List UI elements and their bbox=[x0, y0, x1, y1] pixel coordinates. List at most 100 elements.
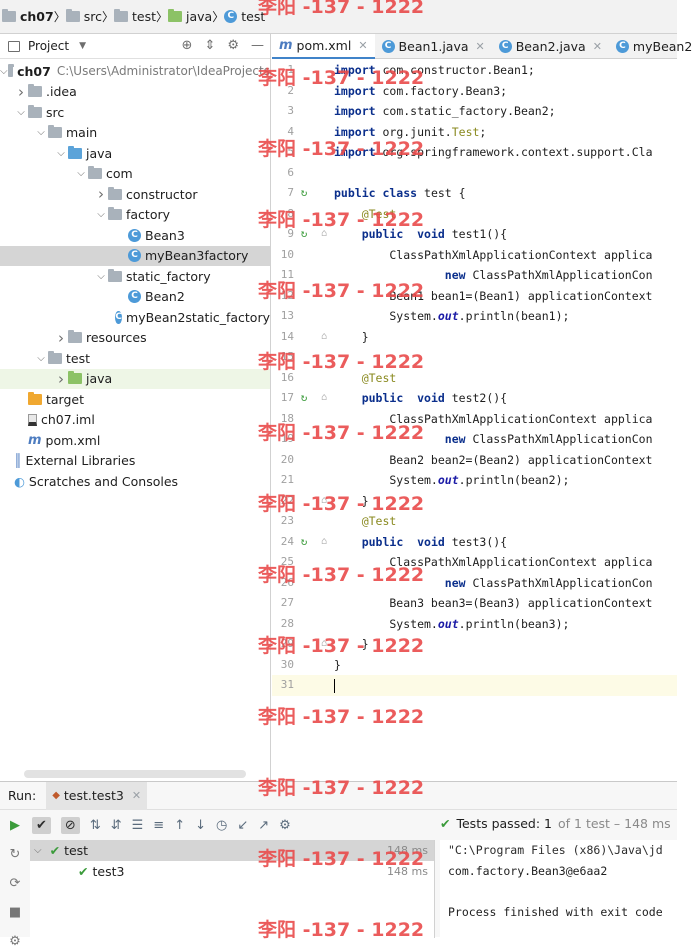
stop-icon[interactable]: ⟳ bbox=[9, 876, 21, 891]
code-line[interactable]: 19 new ClassPathXmlApplicationCon bbox=[272, 429, 677, 450]
tree-item-com[interactable]: ⌵com bbox=[0, 164, 270, 184]
project-panel-title[interactable]: Project bbox=[28, 39, 70, 53]
code-line[interactable]: 17↻⌂ public void test2(){ bbox=[272, 388, 677, 409]
chevron-down-icon[interactable]: ⌵ bbox=[57, 147, 65, 159]
code-line[interactable]: 26 new ClassPathXmlApplicationCon bbox=[272, 573, 677, 594]
code-line[interactable]: 7↻public class test { bbox=[272, 183, 677, 204]
pin-icon[interactable]: ■ bbox=[8, 905, 22, 920]
chevron-down-icon[interactable]: ⌵ bbox=[37, 352, 45, 364]
tree-item-external-libraries[interactable]: ║External Libraries bbox=[0, 451, 270, 471]
close-icon[interactable]: ✕ bbox=[475, 39, 485, 53]
tree-item-src[interactable]: ⌵src bbox=[0, 102, 270, 122]
tree-item-scratches-and-consoles[interactable]: ◐Scratches and Consoles bbox=[0, 471, 270, 491]
chevron-right-icon[interactable]: › bbox=[18, 82, 24, 101]
tree-item-target[interactable]: target bbox=[0, 389, 270, 409]
fold-marker-icon[interactable]: ⌂ bbox=[321, 228, 328, 239]
code-line[interactable]: 31 bbox=[272, 675, 677, 696]
sort-duration-icon[interactable]: ⇵ bbox=[110, 817, 122, 833]
chevron-down-icon[interactable]: ⌵ bbox=[17, 106, 25, 118]
rerun-failed-icon[interactable]: ↻ bbox=[9, 847, 21, 862]
tree-item-constructor[interactable]: ›constructor bbox=[0, 184, 270, 204]
run-test-icon[interactable]: ↻ bbox=[300, 186, 308, 199]
expand-all-icon[interactable]: ☰ bbox=[131, 817, 144, 833]
tree-item-main[interactable]: ⌵main bbox=[0, 123, 270, 143]
run-test-icon[interactable]: ↻ bbox=[300, 534, 308, 548]
history-icon[interactable]: ◷ bbox=[216, 817, 228, 833]
gear-icon[interactable]: ⚙ bbox=[227, 38, 239, 53]
code-line[interactable]: 20 Bean2 bean2=(Bean2) applicationContex… bbox=[272, 450, 677, 471]
tree-item-static-factory[interactable]: ⌵static_factory bbox=[0, 266, 270, 286]
close-icon[interactable]: ✕ bbox=[592, 39, 602, 53]
chevron-down-icon[interactable]: ⌵ bbox=[97, 209, 105, 220]
show-passed-icon[interactable]: ✔ bbox=[32, 816, 51, 834]
collapse-all-icon[interactable]: ⇕ bbox=[204, 38, 216, 53]
chevron-right-icon[interactable]: › bbox=[98, 185, 104, 203]
fold-marker-icon[interactable]: ⌂ bbox=[321, 392, 328, 403]
next-failed-icon[interactable]: ↓ bbox=[195, 817, 206, 833]
breadcrumb-item[interactable]: ch07 bbox=[2, 9, 54, 24]
project-panel-header[interactable]: Project ▼ ⊕ ⇕ ⚙ — bbox=[0, 34, 270, 59]
code-line[interactable]: 18 ClassPathXmlApplicationContext applic… bbox=[272, 409, 677, 430]
code-line[interactable]: 11 new ClassPathXmlApplicationCon bbox=[272, 265, 677, 286]
code-line[interactable]: 25 ClassPathXmlApplicationContext applic… bbox=[272, 552, 677, 573]
export-tests-icon[interactable]: ↗ bbox=[258, 817, 270, 833]
run-test-icon[interactable]: ↻ bbox=[300, 227, 308, 240]
rerun-icon[interactable]: ▶ bbox=[10, 818, 20, 833]
show-ignored-icon[interactable]: ⊘ bbox=[60, 816, 80, 834]
run-tab[interactable]: ◆ test.test3 ✕ bbox=[46, 781, 148, 810]
collapse-all-icon[interactable]: ≡ bbox=[153, 817, 165, 833]
tree-item-java[interactable]: ⌵java bbox=[0, 143, 270, 163]
code-line[interactable]: 8 @Test bbox=[272, 204, 677, 225]
code-line[interactable]: 9↻⌂ public void test1(){ bbox=[272, 224, 677, 245]
code-line[interactable]: 15 bbox=[272, 347, 677, 368]
chevron-down-icon[interactable]: ⌵ bbox=[0, 65, 8, 77]
code-line[interactable]: 23 @Test bbox=[272, 511, 677, 532]
code-line[interactable]: 21 System.out.println(bean2); bbox=[272, 470, 677, 491]
code-line[interactable]: 16 @Test bbox=[272, 368, 677, 389]
sort-alpha-icon[interactable]: ⇅ bbox=[89, 817, 101, 833]
fold-marker-icon[interactable]: ⌂ bbox=[321, 638, 328, 649]
fold-marker-icon[interactable]: ⌂ bbox=[321, 330, 328, 342]
chevron-down-icon[interactable]: ⌵ bbox=[97, 270, 105, 282]
fold-marker-icon[interactable]: ⌂ bbox=[321, 535, 328, 547]
breadcrumb-item[interactable]: java bbox=[168, 9, 212, 24]
code-line[interactable]: 13 System.out.println(bean1); bbox=[272, 306, 677, 327]
code-line[interactable]: 10 ClassPathXmlApplicationContext applic… bbox=[272, 245, 677, 266]
code-line[interactable]: 22⌂ } bbox=[272, 491, 677, 512]
minimize-icon[interactable]: — bbox=[251, 38, 264, 53]
breadcrumb-item[interactable]: test bbox=[114, 9, 156, 24]
import-tests-icon[interactable]: ↙ bbox=[237, 817, 249, 833]
chevron-down-icon[interactable]: ⌵ bbox=[77, 168, 85, 179]
fold-marker-icon[interactable]: ⌂ bbox=[321, 494, 328, 506]
code-line[interactable]: 24↻⌂ public void test3(){ bbox=[272, 532, 677, 553]
chevron-right-icon[interactable]: › bbox=[58, 369, 64, 388]
close-icon[interactable]: ✕ bbox=[358, 38, 368, 52]
run-test-icon[interactable]: ↻ bbox=[300, 391, 308, 404]
code-line[interactable]: 6 bbox=[272, 163, 677, 184]
tree-item-factory[interactable]: ⌵factory bbox=[0, 205, 270, 225]
chevron-right-icon[interactable]: › bbox=[58, 328, 64, 347]
settings-icon[interactable]: ⚙ bbox=[9, 934, 21, 949]
code-line[interactable]: 27 Bean3 bean3=(Bean3) applicationContex… bbox=[272, 593, 677, 614]
chevron-down-icon[interactable]: ⌵ bbox=[34, 845, 42, 856]
code-line[interactable]: 30} bbox=[272, 655, 677, 676]
tree-item-test[interactable]: ⌵test bbox=[0, 348, 270, 368]
horizontal-scrollbar[interactable] bbox=[24, 770, 246, 778]
